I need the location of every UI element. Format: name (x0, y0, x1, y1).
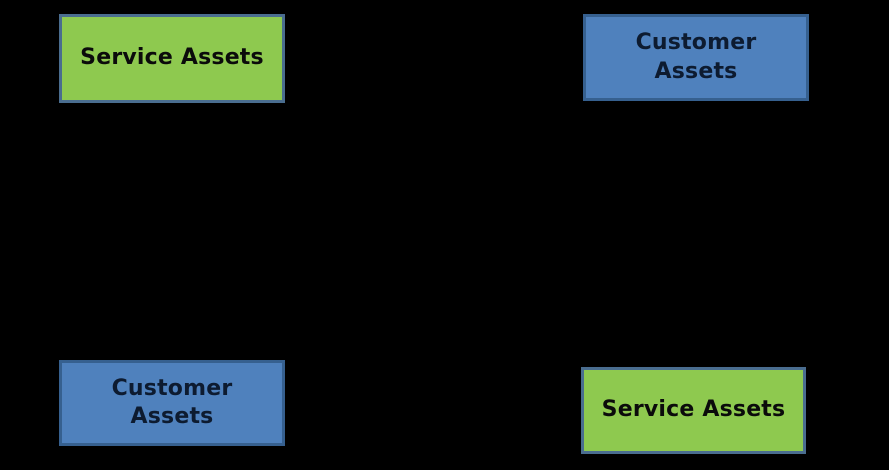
node-label: Service Assets (80, 45, 264, 71)
node-customer-assets-bottom-left: Customer Assets (59, 360, 285, 446)
node-service-assets-bottom-right: Service Assets (581, 367, 806, 454)
node-label: Customer Assets (635, 30, 757, 84)
node-customer-assets-top-right: Customer Assets (583, 14, 809, 101)
node-label: Service Assets (601, 397, 786, 423)
node-label: Customer Assets (111, 375, 233, 429)
node-service-assets-top-left: Service Assets (59, 14, 285, 103)
